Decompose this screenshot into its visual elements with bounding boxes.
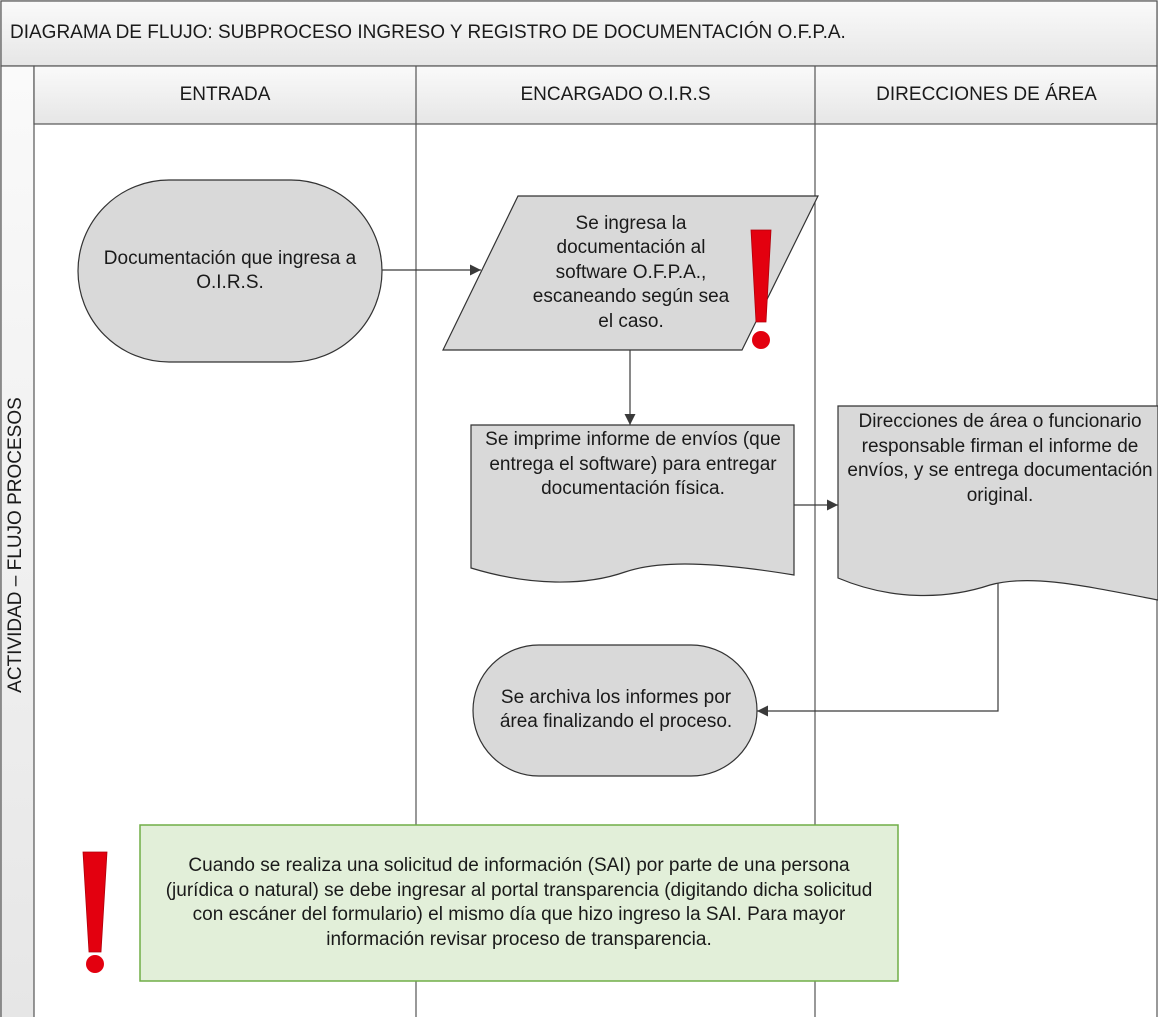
sign-report-node-label: Direcciones de área o funcionario respon… — [847, 411, 1153, 506]
archive-node-label: Se archiva los informes por área finaliz… — [499, 686, 733, 733]
note-text: Cuando se realiza una solicitud de infor… — [165, 855, 873, 950]
note-box-shape — [139, 824, 899, 982]
exclamation-icon — [82, 851, 108, 973]
lane-header-row — [33, 65, 1158, 125]
start-terminator-shape — [77, 179, 383, 363]
lane-header-entrada: ENTRADA — [179, 84, 271, 105]
print-report-document-shape — [470, 424, 795, 583]
register-node-label: Se ingresa la documentación al software … — [532, 212, 730, 332]
start-node-label: Documentación que ingresa a O.I.R.S. — [103, 247, 357, 294]
vertical-lane-label: ACTIVIDAD – FLUJO PROCESOS — [5, 397, 26, 693]
register-data-shape — [442, 195, 819, 351]
print-report-node-label: Se imprime informe de envíos (que entreg… — [485, 429, 781, 499]
connector-sign-to-archive — [757, 583, 999, 717]
lane-header-direcciones: DIRECCIONES DE ÁREA — [876, 84, 1097, 105]
diagram-title: DIAGRAMA DE FLUJO: SUBPROCESO INGRESO Y … — [10, 22, 846, 43]
title-band — [0, 0, 1158, 67]
sign-report-document-shape — [837, 405, 1158, 601]
vertical-label-band — [0, 65, 35, 1017]
exclamation-icon — [750, 229, 772, 349]
lane-header-encargado: ENCARGADO O.I.R.S — [520, 84, 711, 105]
